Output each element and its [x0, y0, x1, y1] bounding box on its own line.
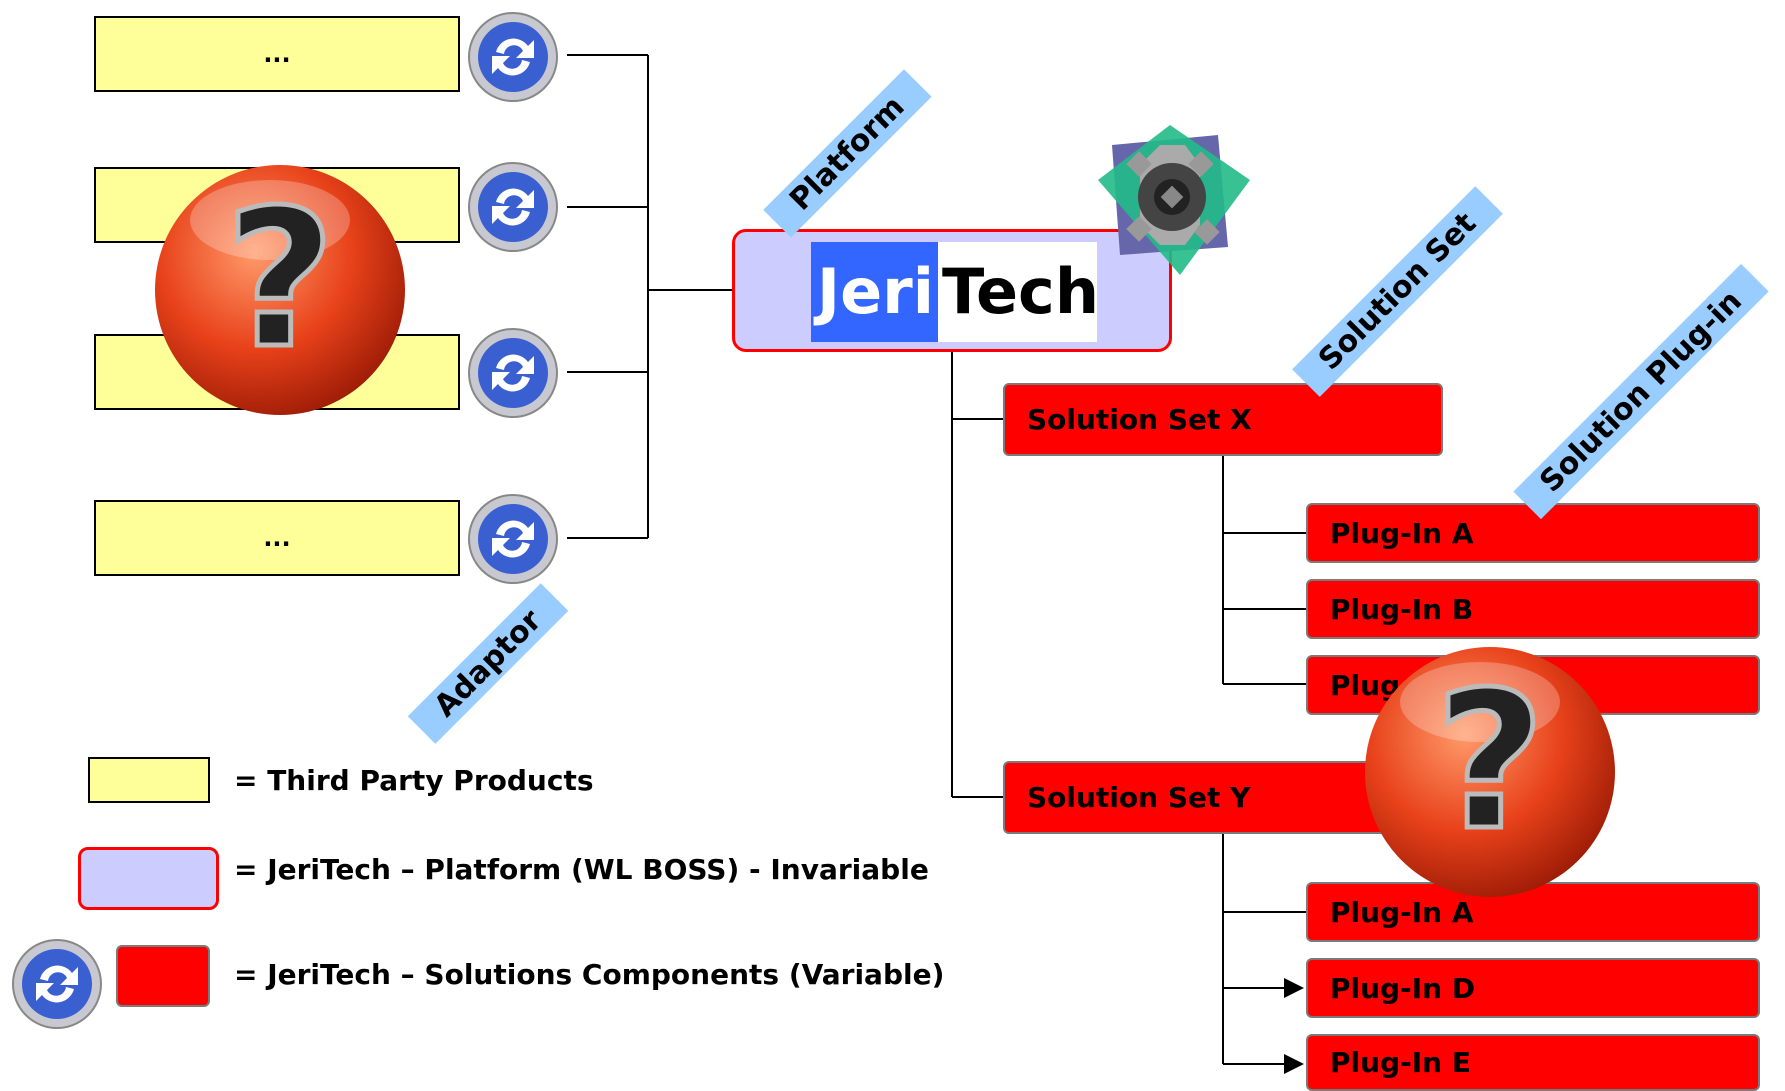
- plugin-a-set-x: Plug-In A: [1306, 503, 1760, 563]
- logo-right: Tech: [941, 255, 1099, 328]
- legend-platform-text: = JeriTech – Platform (WL BOSS) - Invari…: [234, 853, 929, 886]
- legend-third-party-text: = Third Party Products: [234, 764, 594, 797]
- platform-box: Jeri Tech: [732, 229, 1172, 352]
- refresh-arrows-icon: [468, 162, 558, 252]
- refresh-arrows-icon: [468, 494, 558, 584]
- refresh-arrows-icon: [468, 328, 558, 418]
- legend-solutions-swatch: [116, 945, 210, 1007]
- refresh-arrows-icon: [468, 12, 558, 102]
- solution-set-x: Solution Set X: [1003, 383, 1443, 456]
- legend-third-party-swatch: [88, 757, 210, 803]
- svg-text:?: ?: [1435, 651, 1545, 872]
- legend-solutions-text: = JeriTech – Solutions Components (Varia…: [234, 958, 945, 991]
- plugin-d-set-y: Plug-In D: [1306, 958, 1760, 1018]
- plugin-e-set-y: Plug-In E: [1306, 1034, 1760, 1091]
- question-mark-icon: ?: [155, 165, 405, 415]
- jeritech-logo: Jeri Tech: [811, 242, 1099, 342]
- third-party-box-4-label: ...: [263, 524, 291, 552]
- third-party-box-4: ...: [94, 500, 460, 576]
- legend-platform-swatch: [78, 847, 219, 910]
- svg-text:?: ?: [225, 169, 335, 390]
- plugin-b-set-x: Plug-In B: [1306, 579, 1760, 639]
- third-party-box-1: ...: [94, 16, 460, 92]
- gear-icon: [1098, 125, 1250, 275]
- refresh-arrows-icon: [12, 939, 102, 1029]
- third-party-box-1-label: ...: [263, 40, 291, 68]
- question-mark-icon: ?: [1365, 647, 1615, 897]
- logo-left: Jeri: [811, 242, 938, 342]
- plugin-a-set-y: Plug-In A: [1306, 882, 1760, 942]
